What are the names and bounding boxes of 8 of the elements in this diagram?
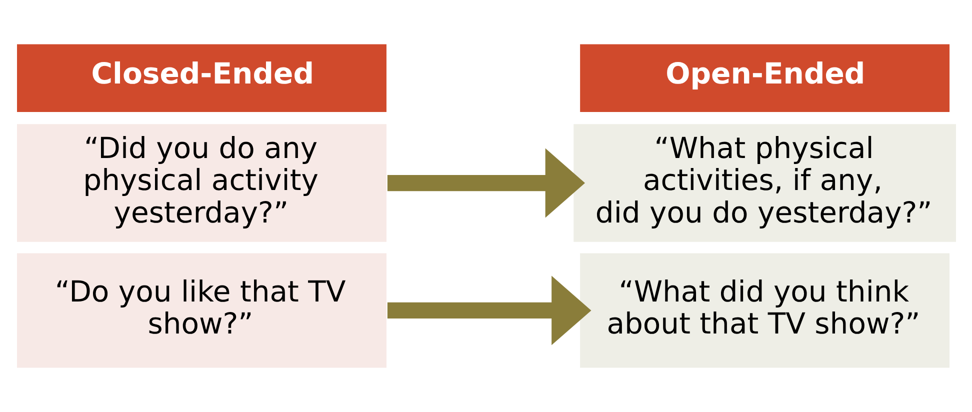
node-box: “What physical activities, if any, did you do yesterday?”: [572, 122, 958, 244]
arrow: [386, 276, 591, 346]
node-box: “Do you like that TV show?”: [14, 252, 388, 370]
node-box: Closed-Ended: [14, 42, 388, 114]
node-box: Open-Ended: [578, 42, 951, 114]
arrow: [386, 148, 584, 218]
node-box: “Did you do any physical activity yesterday?”: [14, 122, 388, 244]
node-box: “What did you think about that TV show?”: [578, 252, 951, 370]
